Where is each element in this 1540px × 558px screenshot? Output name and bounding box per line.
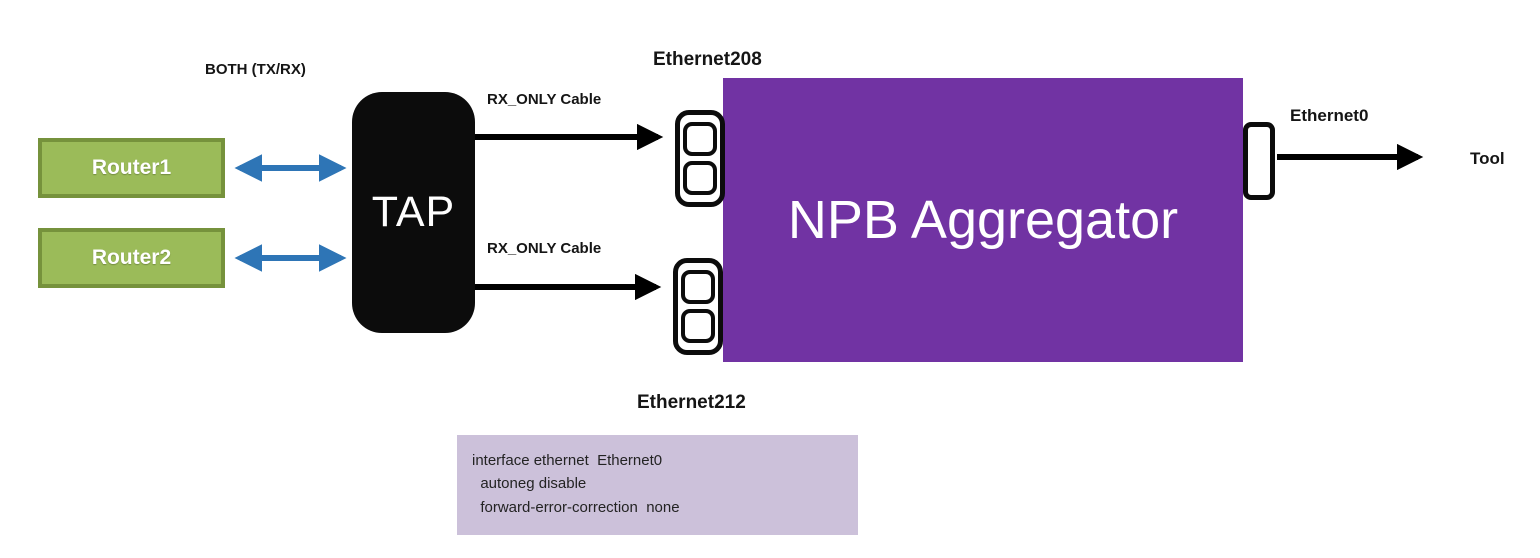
port-slot-icon	[683, 122, 717, 156]
label-rx-only-cable-bottom: RX_ONLY Cable	[487, 240, 602, 257]
label-ethernet0: Ethernet0	[1290, 106, 1369, 125]
label-rx-only-cable-top: RX_ONLY Cable	[487, 91, 602, 108]
label-ethernet208: Ethernet208	[653, 49, 762, 70]
port-ethernet0-icon	[1243, 122, 1275, 200]
port-slot-icon	[681, 309, 715, 343]
port-slot-icon	[683, 161, 717, 195]
node-router1: Router1	[38, 138, 225, 198]
port-ethernet212-icon	[673, 258, 723, 355]
label-tool: Tool	[1470, 149, 1505, 168]
node-router1-label: Router1	[91, 156, 172, 179]
node-tap: TAP	[352, 92, 475, 333]
node-npb-aggregator: NPB Aggregator	[723, 78, 1243, 362]
node-tap-label: TAP	[371, 188, 456, 236]
config-line-fec: forward-error-correction none	[472, 498, 680, 516]
label-both-txrx: BOTH (TX/RX)	[205, 61, 306, 78]
node-router2: Router2	[38, 228, 225, 288]
node-npb-aggregator-label: NPB Aggregator	[787, 190, 1179, 250]
node-router2-label: Router2	[91, 246, 172, 269]
port-slot-icon	[681, 270, 715, 304]
config-line-interface: interface ethernet Ethernet0	[472, 452, 663, 469]
config-snippet-box: interface ethernet Ethernet0 autoneg dis…	[457, 435, 858, 535]
label-ethernet212: Ethernet212	[637, 392, 746, 413]
port-ethernet208-icon	[675, 110, 725, 207]
config-line-autoneg: autoneg disable	[472, 475, 587, 493]
